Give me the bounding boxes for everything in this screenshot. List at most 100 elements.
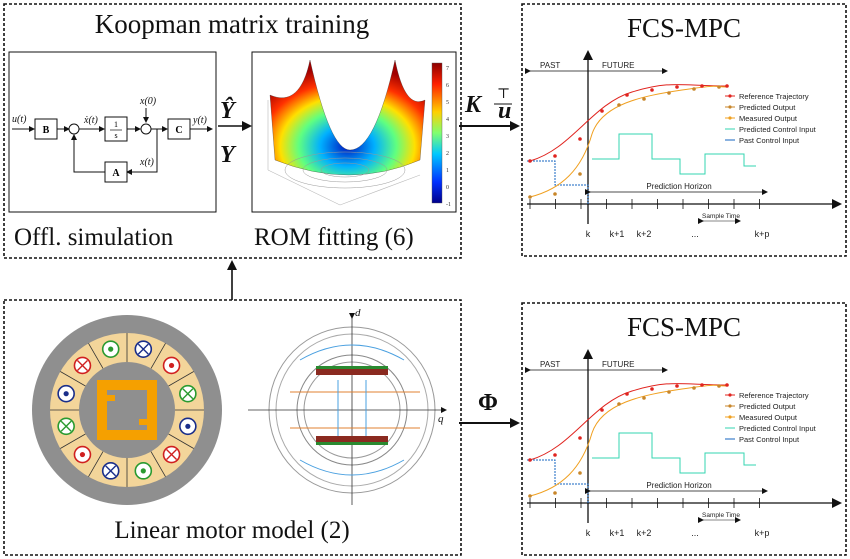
block-a-label: A	[112, 168, 120, 179]
reference-point	[528, 458, 532, 462]
prediction-horizon-label: Prediction Horizon	[646, 182, 711, 191]
output-label: y(t)	[192, 115, 208, 126]
koopman-title: Koopman matrix training	[95, 9, 369, 39]
reference-point	[650, 88, 654, 92]
past-label: PAST	[540, 61, 560, 70]
reference-point	[700, 84, 704, 88]
legend-label: Reference Trajectory	[739, 92, 809, 101]
reference-point	[675, 85, 679, 89]
input-label: u(t)	[12, 114, 27, 125]
sum-junction-2	[140, 123, 152, 135]
output-point	[528, 494, 532, 498]
output-point	[642, 396, 646, 400]
k-label: K	[464, 92, 483, 118]
colorbar-tick: 4	[446, 117, 449, 123]
predicted-control-input-line	[592, 432, 756, 474]
reference-point	[675, 384, 679, 388]
reference-point	[725, 383, 729, 387]
rom-fitting-label: ROM fitting (6)	[254, 224, 414, 251]
colorbar-tick: 7	[446, 66, 449, 72]
reference-point	[650, 387, 654, 391]
colorbar-tick: -1	[446, 202, 451, 208]
yhat-label: Ŷ	[220, 97, 237, 124]
output-point	[642, 97, 646, 101]
output-point	[617, 103, 621, 107]
sample-time-label: Sample Time	[702, 512, 740, 519]
output-point	[692, 87, 696, 91]
axis-tick-label: k	[586, 229, 591, 239]
legend-label: Past Control Input	[739, 435, 800, 444]
koopman-panel	[3, 3, 462, 259]
q-axis-label: q	[438, 413, 444, 425]
mpc-panel-bottom: FCS-MPC PAST FUTURE Reference TrajectoryPre…	[521, 302, 847, 556]
axis-tick-label: k+1	[610, 229, 625, 239]
axis-tick-label: ...	[691, 229, 699, 239]
output-point	[667, 91, 671, 95]
axis-tick-label: k+1	[610, 528, 625, 538]
colorbar	[431, 62, 443, 204]
phi-label: Φ	[478, 390, 498, 416]
output-point	[553, 491, 557, 495]
integrator-den: s	[114, 131, 117, 140]
sample-time-label: Sample Time	[702, 213, 740, 220]
axis-tick-label: k	[586, 528, 591, 538]
prediction-horizon-label: Prediction Horizon	[646, 481, 711, 490]
block-c-label: C	[175, 125, 182, 136]
future-label: FUTURE	[602, 360, 634, 369]
state-label: x(t)	[139, 157, 155, 168]
axis-tick-label: k+p	[755, 229, 770, 239]
reference-point	[600, 408, 604, 412]
linear-motor-label: Linear motor model (2)	[114, 517, 349, 544]
past-control-input-line	[527, 459, 589, 503]
predicted-control-input-line	[592, 133, 756, 175]
axis-tick-label: k+p	[755, 528, 770, 538]
sum-junction-1	[68, 123, 80, 135]
legend-label: Predicted Output	[739, 402, 796, 411]
reference-trajectory-line	[529, 383, 728, 461]
colorbar-tick: 5	[446, 100, 449, 106]
xdot-label: ẋ(t)	[83, 115, 99, 126]
reference-point	[528, 159, 532, 163]
legend-label: Past Control Input	[739, 136, 800, 145]
output-point	[553, 192, 557, 196]
block-diagram: u(t) B ẋ(t) 1 s x(0) C y(t) x(t) A	[8, 51, 217, 213]
colorbar-tick: 0	[446, 185, 449, 191]
integrator-num: 1	[114, 120, 118, 129]
motor-panel	[3, 299, 462, 556]
motor-flux-diagram: d q	[248, 307, 447, 505]
reference-point	[700, 383, 704, 387]
reference-point	[553, 453, 557, 457]
reference-point	[625, 93, 629, 97]
reference-point	[553, 154, 557, 158]
reference-point	[625, 392, 629, 396]
colorbar-tick: 2	[446, 151, 449, 157]
reference-point	[600, 109, 604, 113]
past-control-input-line	[527, 160, 589, 204]
k-sub: u	[498, 98, 511, 124]
colorbar-tick: 6	[446, 83, 449, 89]
k-sup: ⊤	[497, 87, 510, 102]
legend-label: Measured Output	[739, 413, 798, 422]
axis-tick-label: ...	[691, 528, 699, 538]
surface	[269, 59, 426, 176]
reference-point	[578, 436, 582, 440]
output-point	[528, 195, 532, 199]
initial-label: x(0)	[139, 96, 157, 107]
predicted-output-line	[529, 85, 728, 198]
reference-point	[725, 84, 729, 88]
mpc-title: FCS-MPC	[627, 312, 741, 342]
output-point	[717, 384, 721, 388]
d-axis-label: d	[355, 307, 361, 319]
past-label: PAST	[540, 360, 560, 369]
output-point	[617, 402, 621, 406]
axis-tick-label: k+2	[637, 229, 652, 239]
output-point	[692, 386, 696, 390]
offline-simulation-label: Offl. simulation	[14, 224, 174, 251]
legend-label: Predicted Control Input	[739, 424, 817, 433]
legend-label: Reference Trajectory	[739, 391, 809, 400]
colorbar-tick: 1	[446, 168, 449, 174]
future-label: FUTURE	[602, 61, 634, 70]
